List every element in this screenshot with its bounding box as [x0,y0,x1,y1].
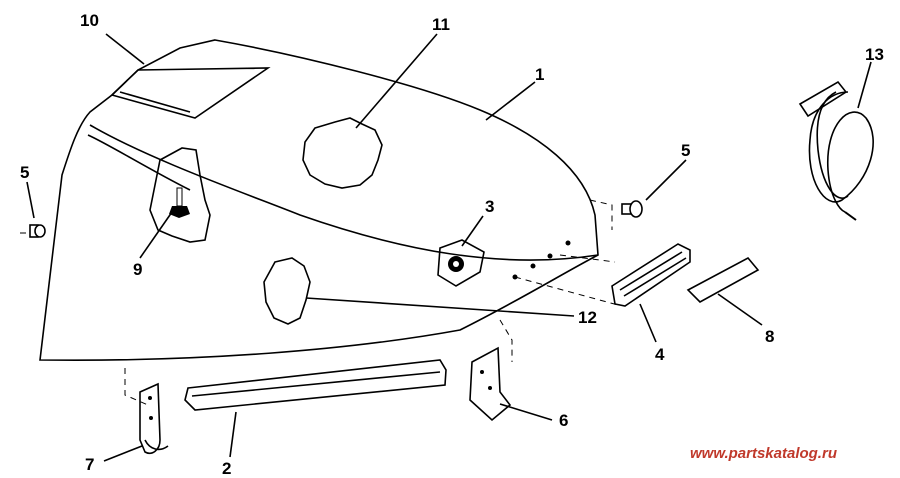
decal-patch-11 [302,117,383,189]
decal-8 [686,256,760,303]
callout-3: 3 [485,197,494,216]
callout-5-left: 5 [20,163,29,182]
callout-10: 10 [80,11,99,30]
callout-8: 8 [765,327,774,346]
top-vent-panel [110,67,271,119]
callout-9: 9 [133,260,142,279]
callout-7: 7 [85,455,94,474]
guide-lines [20,199,619,406]
plug-5-left [29,224,46,238]
bracket-7 [139,382,169,455]
side-seal-strip [184,359,447,411]
bracket-6 [469,346,512,422]
reflector-4 [611,243,691,307]
watermark-text: www.partskatalog.ru [690,445,837,462]
plug-5-right [621,200,643,218]
callout-11: 11 [432,15,450,34]
callout-13: 13 [865,45,884,64]
callout-12: 12 [578,308,597,327]
callout-labels: 10 11 1 3 5 5 9 13 4 8 12 6 7 2 [20,11,884,478]
callout-4: 4 [655,345,665,364]
callout-5-right: 5 [681,141,690,160]
callout-1: 1 [535,65,544,84]
mounting-holes [512,240,571,280]
decal-patch-12 [263,257,311,325]
cable-13 [798,80,874,221]
grommet-3 [437,239,485,287]
callout-6: 6 [559,411,568,430]
cutaway-screw-detail [149,147,211,243]
callout-2: 2 [222,459,231,478]
leader-lines [26,33,872,462]
